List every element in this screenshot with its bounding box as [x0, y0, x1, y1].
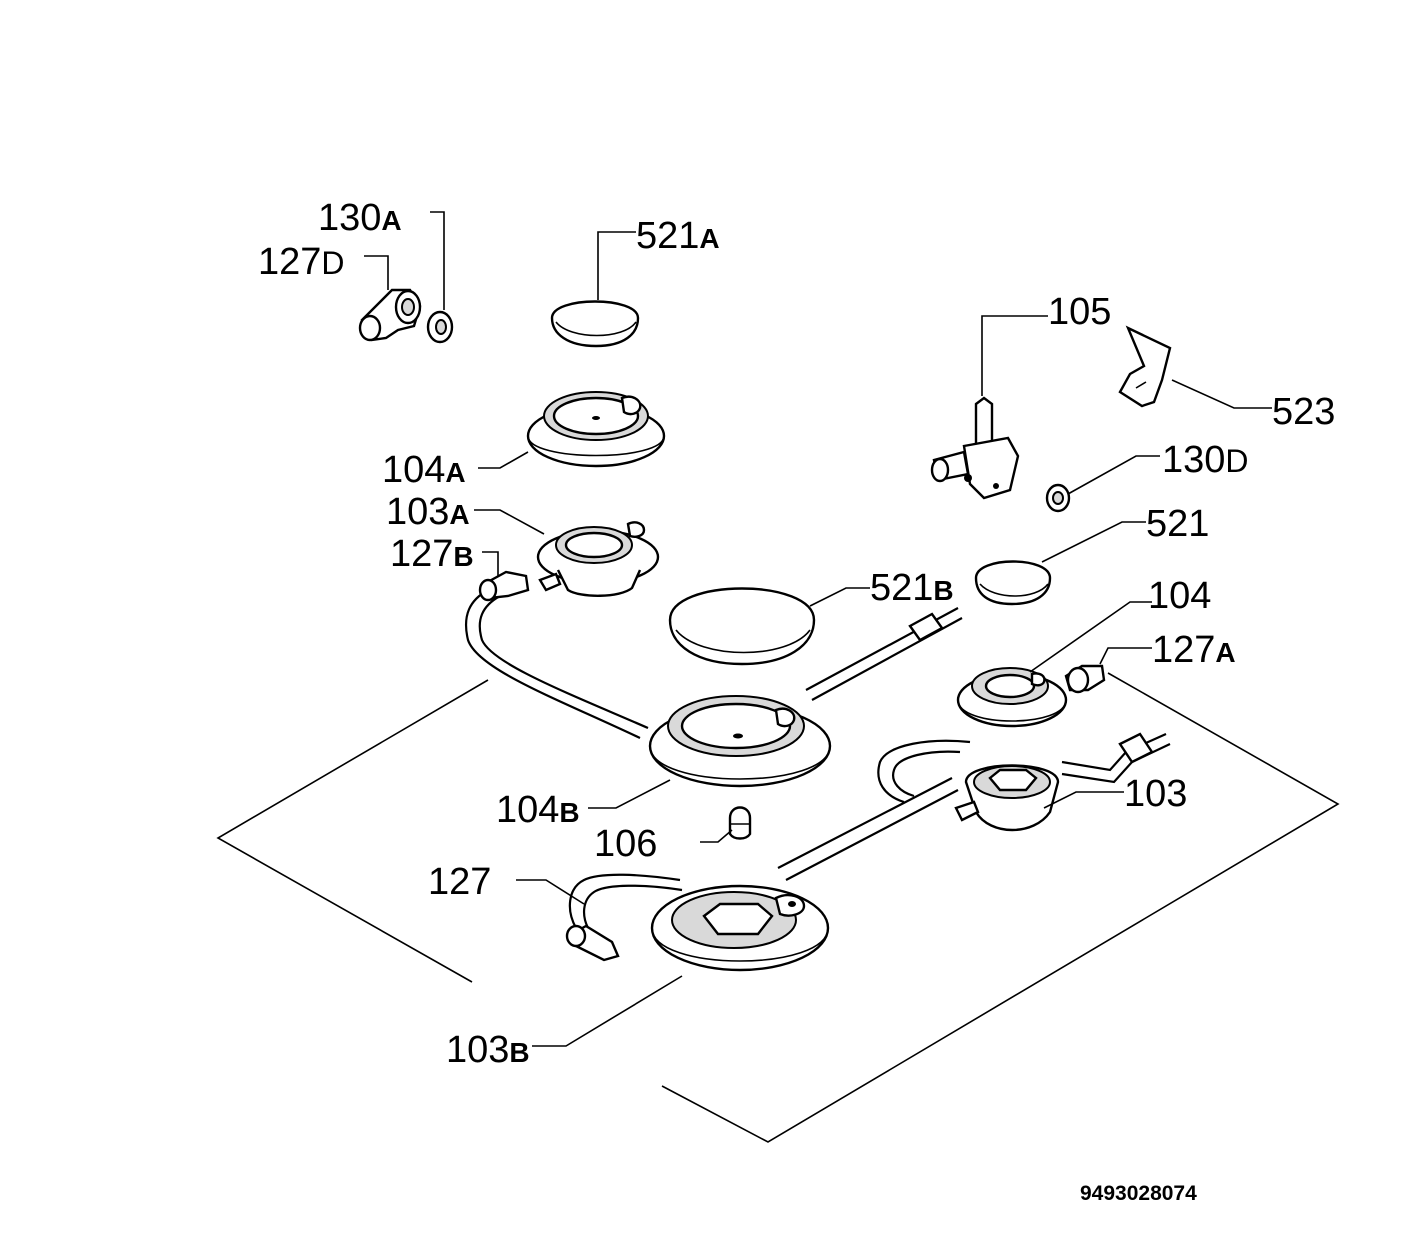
- elbow-fitting-127D: [358, 288, 422, 342]
- burner-cap-521B: [668, 587, 816, 666]
- gas-tap-105: [930, 396, 1020, 500]
- label-127D: 127D: [258, 241, 345, 283]
- label-106: 106: [594, 823, 657, 865]
- burner-cap-521A: [550, 300, 640, 348]
- gas-tube-right: [877, 732, 1171, 804]
- burner-head-104: [956, 667, 1068, 728]
- label-523: 523: [1272, 391, 1335, 433]
- label-521B: 521B: [870, 567, 954, 609]
- burner-body-103A: [536, 521, 660, 597]
- document-code: 9493028074: [1080, 1182, 1197, 1205]
- burner-body-103: [954, 764, 1060, 832]
- label-127A: 127A: [1152, 629, 1236, 671]
- burner-head-104B: [648, 695, 832, 788]
- gas-tube-rear-left: [464, 589, 649, 739]
- label-104A: 104A: [382, 449, 466, 491]
- injector-106: [728, 806, 752, 840]
- burner-body-103B: [650, 884, 830, 972]
- gas-tube-front: [777, 777, 959, 881]
- gas-tube-front-left: [568, 873, 683, 929]
- seal-washer-130A: [426, 310, 454, 344]
- label-104B: 104B: [496, 789, 580, 831]
- nozzle-fitting-127B: [478, 570, 530, 602]
- label-103B: 103B: [446, 1029, 530, 1071]
- hob-outline: [216, 672, 1340, 1143]
- nozzle-fitting-127: [565, 924, 620, 962]
- clip-523: [1118, 325, 1172, 408]
- burner-cap-521: [974, 560, 1052, 606]
- nozzle-fitting-127A: [1064, 664, 1106, 694]
- label-127: 127: [428, 861, 491, 903]
- label-105: 105: [1048, 291, 1111, 333]
- label-104: 104: [1148, 575, 1211, 617]
- label-127B: 127B: [390, 533, 474, 575]
- label-130A: 130A: [318, 197, 402, 239]
- label-521A: 521A: [636, 215, 720, 257]
- label-130D: 130D: [1162, 439, 1249, 481]
- label-103: 103: [1124, 773, 1187, 815]
- label-103A: 103A: [386, 491, 470, 533]
- label-521: 521: [1146, 503, 1209, 545]
- part-labels: 130A 127D 521A 105 523 130D 104A 103A 12…: [258, 197, 1335, 1071]
- leader-lines: [364, 211, 1272, 1047]
- gas-tube-rear-middle: [805, 607, 963, 701]
- seal-washer-130D: [1045, 483, 1071, 513]
- burner-head-104A: [526, 391, 666, 468]
